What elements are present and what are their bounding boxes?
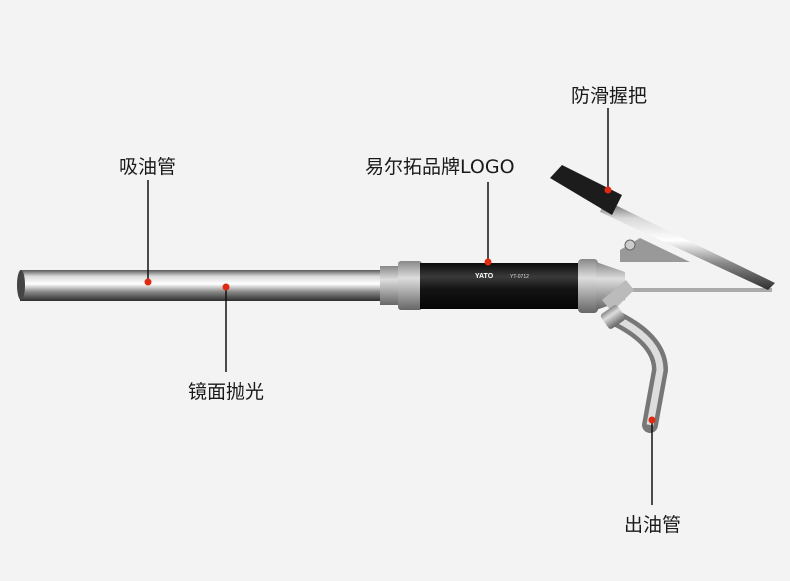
handle (550, 165, 775, 290)
callout-markers (144, 186, 656, 424)
label-outlet-pipe: 出油管 (624, 514, 682, 536)
brand-logo: YATO (475, 273, 494, 280)
pump-body (420, 263, 582, 309)
pump-head (578, 259, 772, 313)
label-grip: 防滑握把 (571, 85, 648, 107)
label-mirror-polish: 镜面抛光 (188, 381, 265, 403)
outlet-pipe (600, 305, 669, 433)
label-brand-logo: 易尔拓品牌LOGO (365, 156, 515, 178)
label-suction-pipe: 吸油管 (119, 156, 177, 178)
model-number: YT-0712 (510, 274, 529, 280)
suction-pipe (17, 270, 390, 301)
collar (380, 261, 422, 310)
callout-lines (147, 108, 653, 505)
